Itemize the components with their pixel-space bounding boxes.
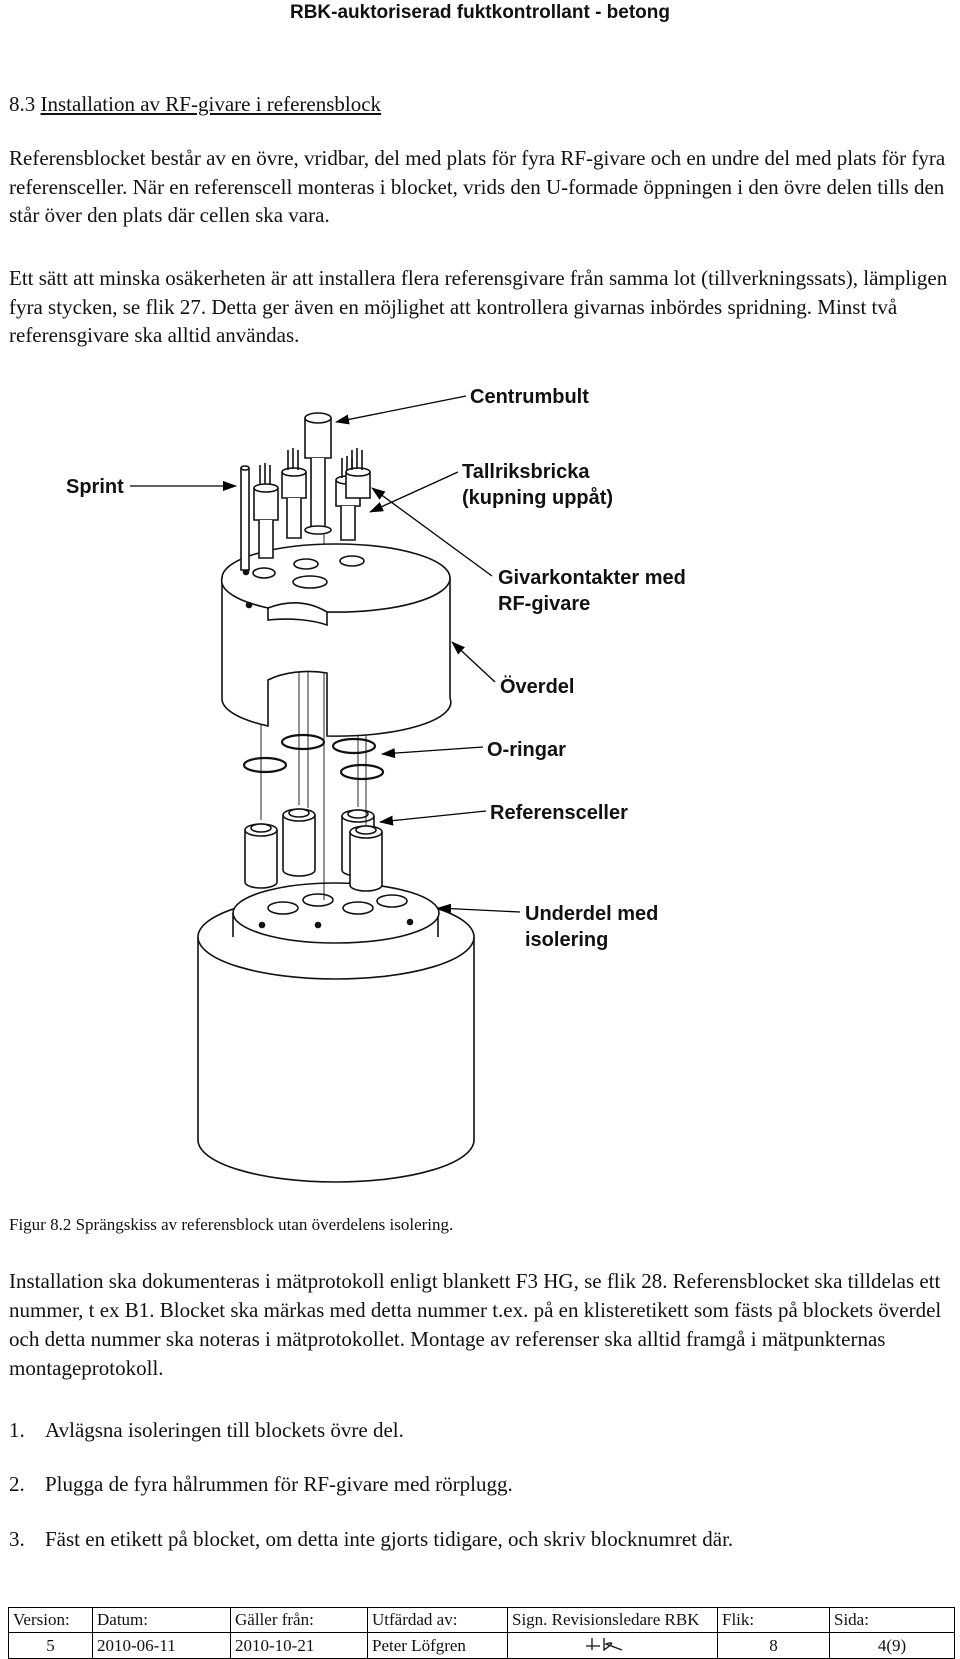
centre-bolt xyxy=(304,412,332,535)
footer-sida: 4(9) xyxy=(829,1632,955,1659)
label-centrumbult: Centrumbult xyxy=(470,386,589,408)
pin xyxy=(240,465,250,571)
step-number: 2. xyxy=(9,1472,25,1496)
footer-header-version: Version: xyxy=(8,1607,93,1633)
o-rings xyxy=(242,733,385,781)
label-underdel-1: Underdel med xyxy=(525,903,658,925)
step-text: Fäst en etikett på blocket, om detta int… xyxy=(45,1527,734,1551)
label-tallriksbricka-1: Tallriksbricka xyxy=(462,461,590,483)
step-item: 3. Fäst en etikett på blocket, om detta i… xyxy=(9,1527,733,1552)
label-oringar: O-ringar xyxy=(487,739,566,761)
section-heading: 8.3 Installation av RF-givare i referens… xyxy=(9,92,381,117)
footer-value-row: 5 2010-06-11 2010-10-21 Peter Löfgren 8 … xyxy=(8,1632,955,1659)
step-item: 2. Plugga de fyra hålrummen för RF-givare… xyxy=(9,1472,513,1497)
footer-version: 5 xyxy=(8,1632,93,1659)
footer-header-galler-fran: Gäller från: xyxy=(230,1607,368,1633)
section-number: 8.3 xyxy=(9,92,36,116)
lower-block-plate xyxy=(232,882,440,944)
step-item: 1. Avlägsna isoleringen till blockets övr… xyxy=(9,1418,404,1443)
label-underdel-2: isolering xyxy=(525,929,608,951)
reference-cells xyxy=(244,808,383,892)
label-tallriksbricka-2: (kupning uppåt) xyxy=(462,486,613,509)
label-sprint: Sprint xyxy=(66,476,124,498)
paragraph-intro: Referensblocket består av en övre, vridb… xyxy=(9,146,946,227)
step-text: Plugga de fyra hålrummen för RF-givare m… xyxy=(45,1472,513,1496)
exploded-view-figure: Centrumbult Sprint Tallriksbricka (kupni… xyxy=(66,386,686,1183)
footer-header-sida: Sida: xyxy=(829,1607,955,1633)
label-referensceller: Referensceller xyxy=(490,802,628,824)
footer-header-utfardad-av: Utfärdad av: xyxy=(367,1607,508,1633)
step-number: 1. xyxy=(9,1418,25,1442)
footer-table: Version: Datum: Gäller från: Utfärdad av… xyxy=(8,1607,955,1659)
label-givarkontakter-2: RF-givare xyxy=(498,593,590,615)
footer-utfardad-av: Peter Löfgren xyxy=(367,1632,508,1659)
step-text: Avlägsna isoleringen till blockets övre … xyxy=(45,1418,404,1442)
step-number: 3. xyxy=(9,1527,25,1551)
footer-header-flik: Flik: xyxy=(717,1607,830,1633)
footer-header-row: Version: Datum: Gäller från: Utfärdad av… xyxy=(8,1607,955,1633)
footer-header-datum: Datum: xyxy=(92,1607,231,1633)
footer-flik: 8 xyxy=(717,1632,830,1659)
footer-header-sign: Sign. Revisionsledare RBK xyxy=(507,1607,718,1633)
label-givarkontakter-1: Givarkontakter med xyxy=(498,567,686,589)
sensor-contacts xyxy=(253,448,371,559)
section-title: Installation av RF-givare i referensbloc… xyxy=(40,92,382,116)
footer-datum: 2010-06-11 xyxy=(92,1632,231,1659)
footer-galler-fran: 2010-10-21 xyxy=(230,1632,368,1659)
lower-block-body xyxy=(197,937,475,1183)
page-header: RBK-auktoriserad fuktkontrollant - beton… xyxy=(289,2,670,23)
paragraph-documentation: Installation ska dokumenteras i mätproto… xyxy=(9,1269,942,1380)
signature-mark xyxy=(585,1638,622,1652)
paragraph-uncertainty: Ett sätt att minska osäkerheten är att i… xyxy=(9,266,948,347)
footer-signature xyxy=(507,1632,718,1659)
figure-caption: Figur 8.2 Sprängskiss av referensblock u… xyxy=(9,1215,454,1234)
label-overdel: Överdel xyxy=(500,675,574,698)
